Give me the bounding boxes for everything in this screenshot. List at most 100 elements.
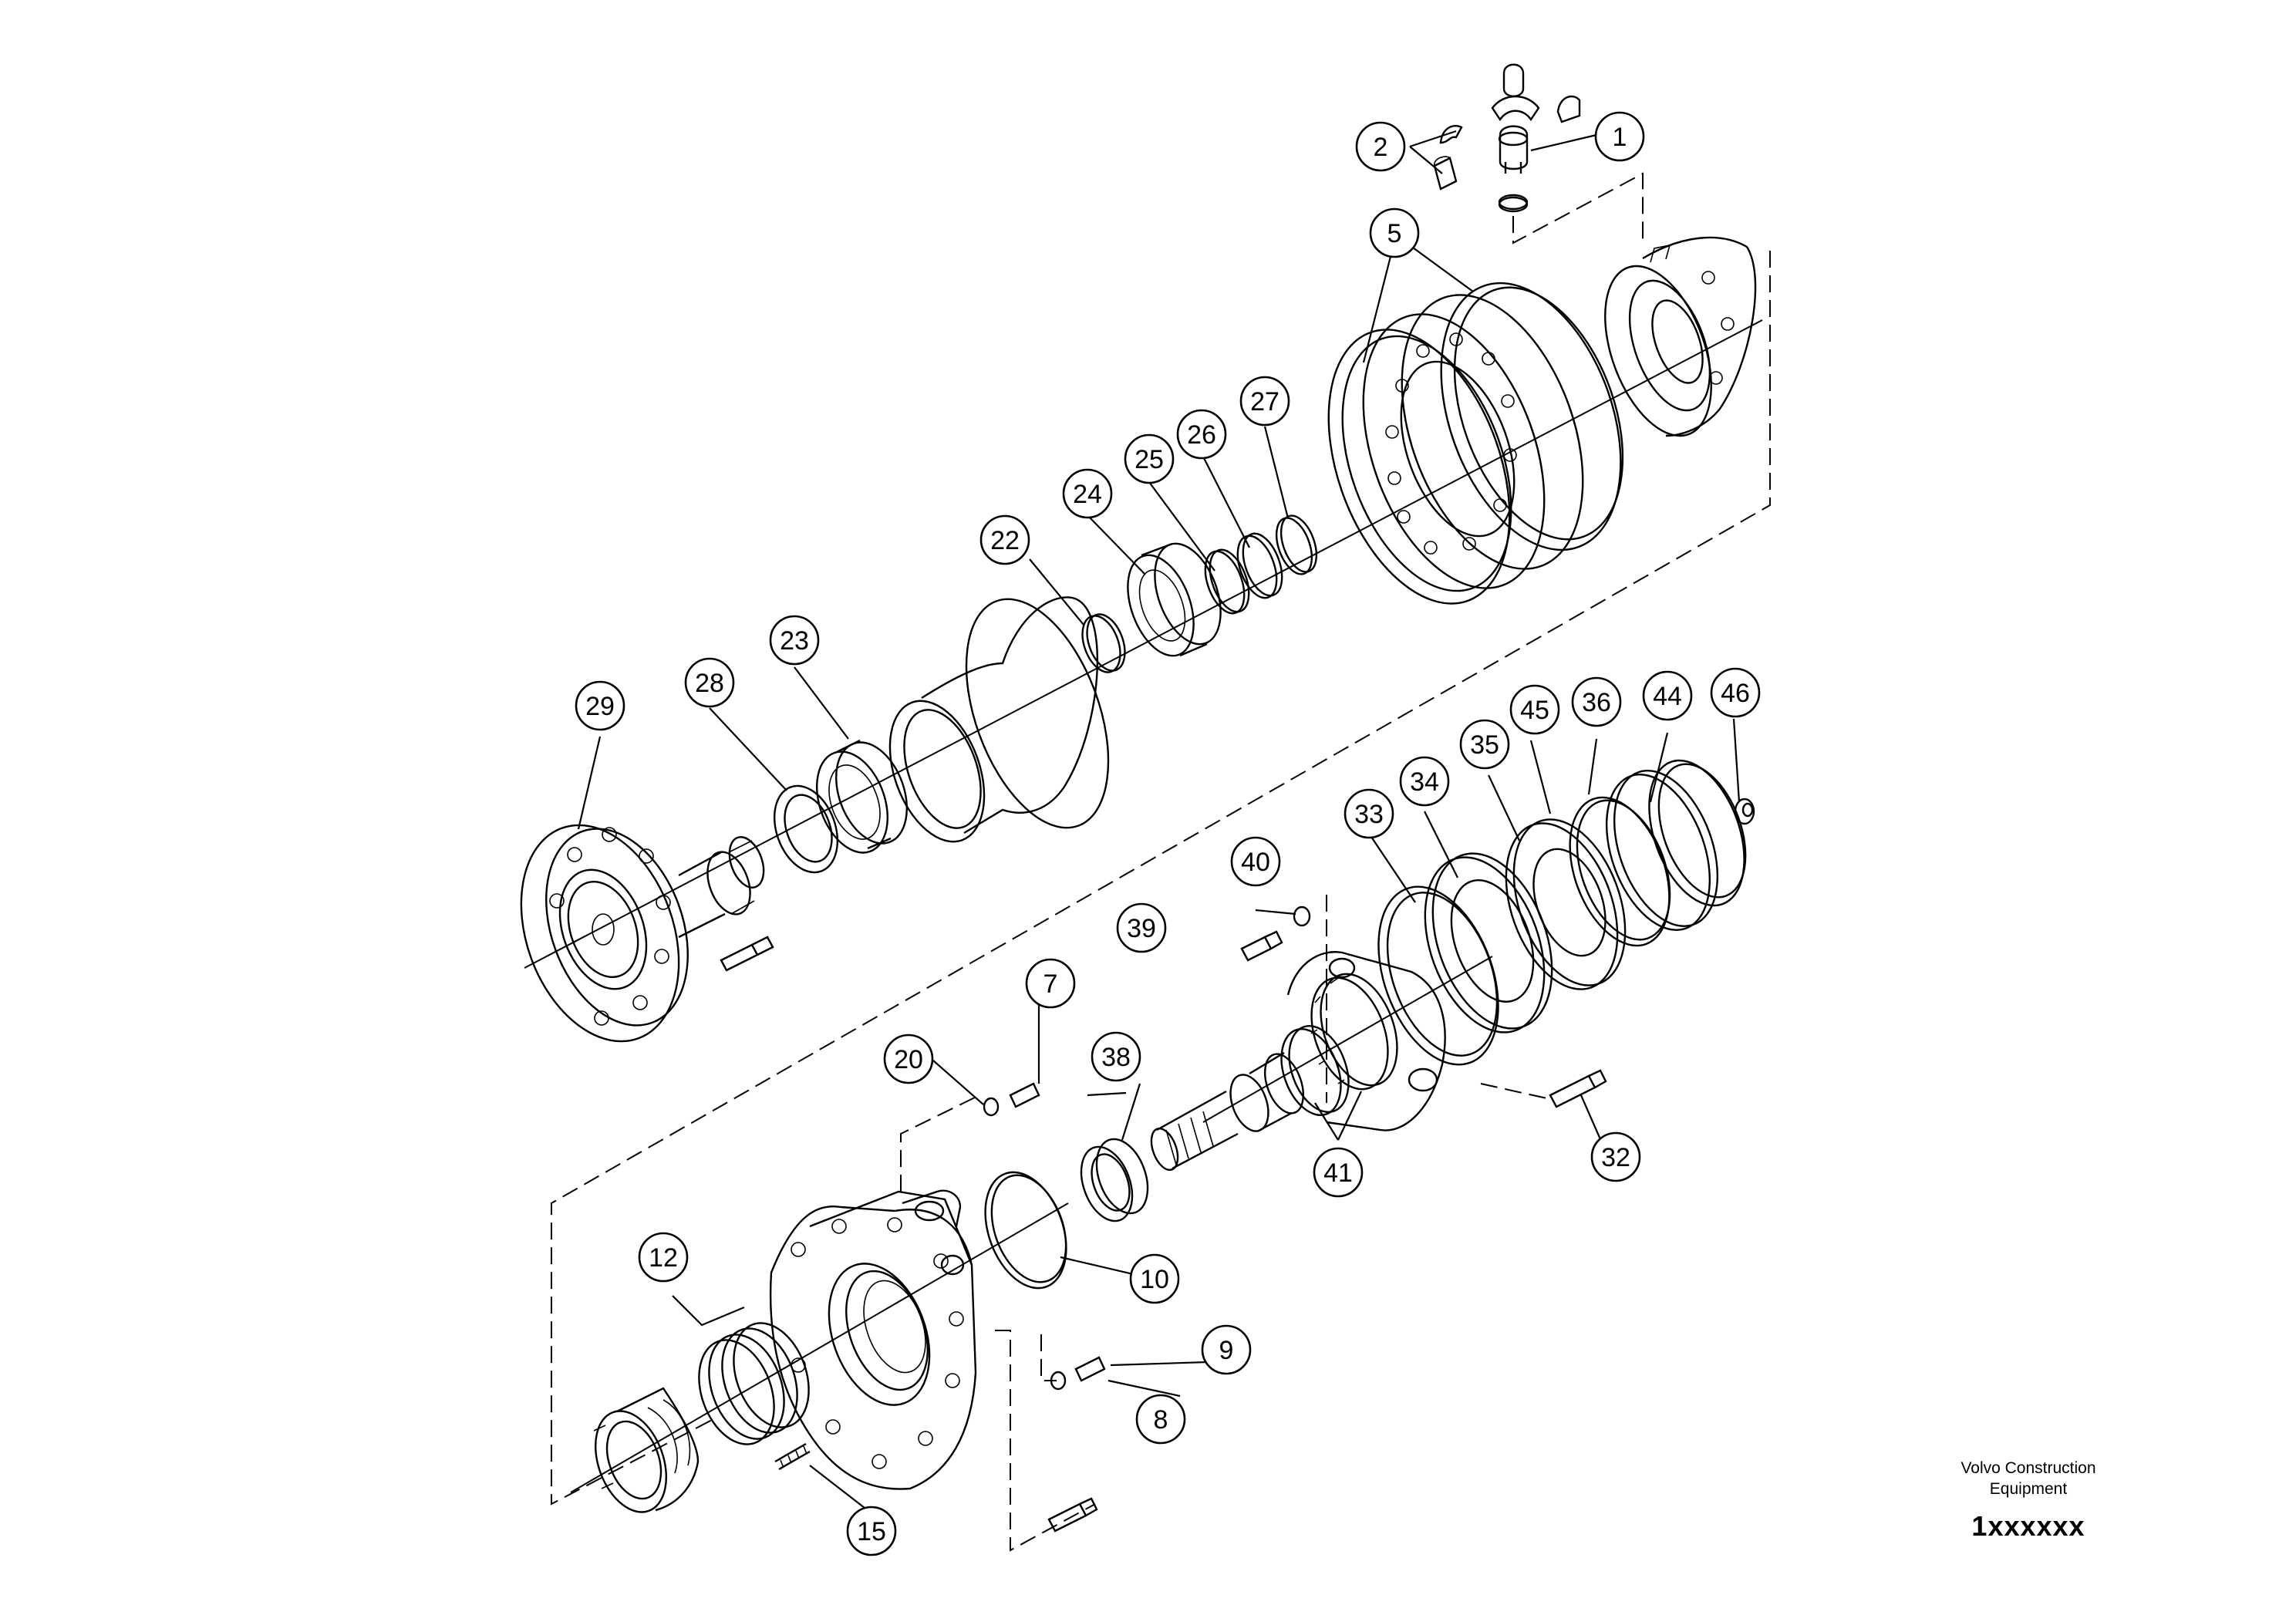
callout-20: 20 (883, 1034, 934, 1084)
callout-label-9: 9 (1219, 1336, 1234, 1365)
company-name-line-2: Equipment (1989, 1480, 2068, 1498)
drawing-code: 1xxxxxx (1971, 1510, 2085, 1542)
lower-assembly (570, 759, 1755, 1552)
callout-circle-1 (1594, 111, 1645, 162)
lower-dash-5 (1480, 1083, 1551, 1100)
callout-circle-34 (1399, 756, 1450, 807)
callout-25: 25 (1124, 433, 1175, 484)
callout-40: 40 (1230, 836, 1281, 887)
callout-9: 9 (1201, 1324, 1252, 1375)
callout-circle-38 (1091, 1031, 1141, 1082)
callout-circle-46 (1710, 667, 1761, 718)
callout-39: 39 (1116, 902, 1167, 953)
callout-label-36: 36 (1582, 688, 1611, 717)
callout-45: 45 (1509, 684, 1560, 735)
callout-28: 28 (684, 657, 735, 708)
callout-5: 5 (1369, 207, 1420, 258)
callout-46: 46 (1710, 667, 1761, 718)
callout-32: 32 (1590, 1131, 1641, 1182)
callout-23: 23 (769, 615, 820, 666)
callout-label-27: 27 (1250, 387, 1279, 416)
callout-29: 29 (575, 680, 625, 731)
part-10-oring (984, 1171, 1067, 1290)
callout-24: 24 (1062, 468, 1113, 519)
callout-label-25: 25 (1135, 445, 1164, 474)
callout-bubbles: 1257891012152022232425262728293233343536… (575, 111, 1761, 1556)
callout-label-22: 22 (990, 526, 1020, 555)
part-46-plug (1734, 798, 1755, 825)
callout-33: 33 (1344, 788, 1394, 839)
callout-label-2: 2 (1374, 133, 1388, 162)
callout-circle-32 (1590, 1131, 1641, 1182)
upper-dash-2 (551, 251, 1771, 1506)
upper-dash-1 (1512, 172, 1644, 244)
callout-circle-5 (1369, 207, 1420, 258)
callout-36: 36 (1571, 676, 1622, 727)
lower-dash-2 (900, 1094, 980, 1192)
lower-dash-4 (1040, 1334, 1057, 1381)
part-25-ring (1204, 548, 1250, 615)
callout-circle-9 (1201, 1324, 1252, 1375)
hub-housing (888, 596, 1110, 843)
part-26-ring (1236, 532, 1283, 599)
callout-circle-41 (1313, 1147, 1364, 1198)
callout-circle-33 (1344, 788, 1394, 839)
upper-axis-line (524, 319, 1763, 969)
callout-1: 1 (1594, 111, 1645, 162)
callout-label-1: 1 (1613, 123, 1627, 152)
callout-10: 10 (1129, 1253, 1180, 1304)
callout-label-44: 44 (1653, 682, 1682, 711)
callout-circle-44 (1642, 670, 1693, 721)
part-23-bearing (815, 739, 909, 854)
callout-circle-39 (1116, 902, 1167, 953)
callout-circle-24 (1062, 468, 1113, 519)
part-22-ring (1081, 613, 1126, 673)
callout-circle-10 (1129, 1253, 1180, 1304)
brake-piston (593, 1387, 700, 1513)
callout-41: 41 (1313, 1147, 1364, 1198)
callout-35: 35 (1459, 719, 1510, 770)
part-15-spring (774, 1442, 811, 1471)
part-34-disc (1424, 852, 1553, 1034)
part-1-plug (1491, 63, 1581, 213)
callout-circle-28 (684, 657, 735, 708)
part-12-springs (698, 1322, 810, 1445)
part-35-disc (1505, 818, 1627, 990)
callout-8: 8 (1135, 1394, 1186, 1445)
bolt-39-40 (1240, 905, 1311, 962)
callout-label-23: 23 (780, 626, 809, 656)
planet-carrier (1286, 951, 1446, 1131)
callout-label-40: 40 (1241, 848, 1270, 877)
callout-circle-8 (1135, 1394, 1186, 1445)
callout-44: 44 (1642, 670, 1693, 721)
callout-label-29: 29 (585, 692, 615, 721)
callout-label-20: 20 (894, 1045, 923, 1074)
callout-circle-45 (1509, 684, 1560, 735)
callout-circle-15 (846, 1506, 897, 1556)
upper-assembly (520, 63, 1771, 1506)
callout-label-12: 12 (649, 1243, 678, 1273)
callout-label-35: 35 (1470, 730, 1499, 760)
callout-26: 26 (1176, 409, 1227, 460)
part-5-ring-gear (1327, 282, 1624, 605)
company-name-line-1: Volvo Construction (1961, 1459, 2096, 1477)
main-housing (769, 1189, 977, 1490)
part-41-gears (1280, 973, 1398, 1117)
callout-38: 38 (1091, 1031, 1141, 1082)
callout-circle-26 (1176, 409, 1227, 460)
part-28-seal (773, 784, 839, 874)
callout-label-15: 15 (857, 1517, 886, 1546)
callout-2: 2 (1355, 121, 1406, 172)
callout-label-5: 5 (1387, 219, 1402, 248)
callout-22: 22 (979, 514, 1030, 565)
drive-shaft (1150, 1051, 1304, 1172)
callout-label-7: 7 (1043, 969, 1058, 999)
callout-circle-7 (1025, 958, 1076, 1009)
callout-circle-20 (883, 1034, 934, 1084)
callout-label-34: 34 (1410, 767, 1439, 797)
callout-label-46: 46 (1721, 679, 1750, 708)
callout-7: 7 (1025, 958, 1076, 1009)
lower-axis-line-2 (1202, 956, 1493, 1123)
callout-label-32: 32 (1601, 1143, 1630, 1172)
